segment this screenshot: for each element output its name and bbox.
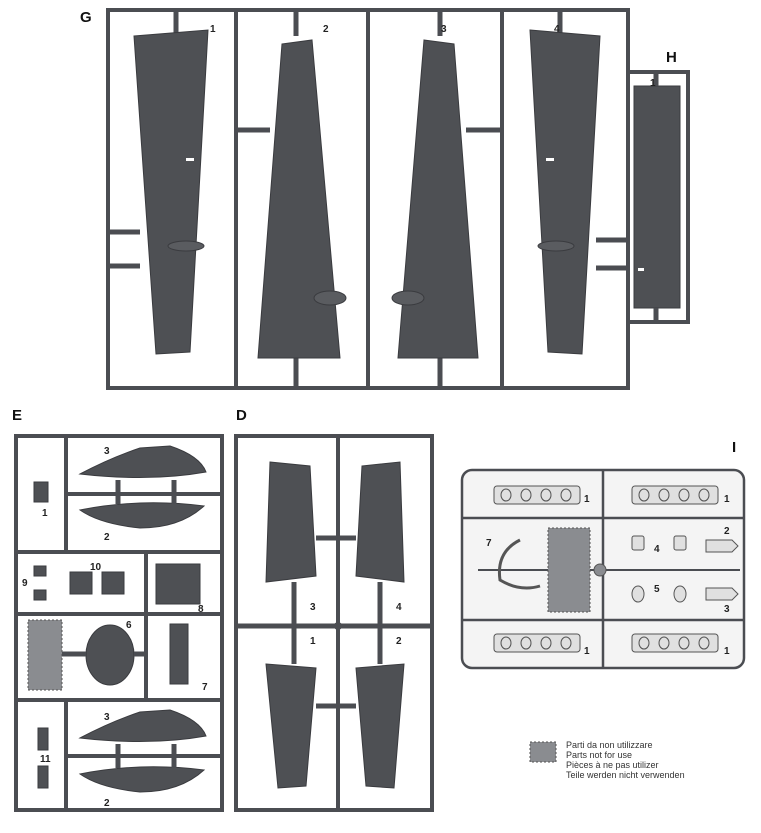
sprue-g-part-1 — [133, 29, 209, 355]
sprue-d-part-4 — [355, 461, 405, 583]
sprue-e: E 1 2 3 6 7 8 9 10 3 2 11 — [12, 407, 224, 812]
sprue-e-part-7 — [169, 623, 189, 685]
sprue-i: I 1 1 7 2 4 5 3 1 1 — [460, 439, 746, 670]
part-number: 1 — [724, 646, 730, 657]
part-number: 5 — [654, 584, 660, 595]
sprue-e-part-1 — [33, 481, 49, 503]
sprue-e-part-6 — [85, 624, 135, 686]
sprue-d: D 3 4 1 2 — [234, 407, 434, 812]
sprue-i-part-2 — [705, 539, 739, 553]
part-number: 1 — [42, 508, 48, 519]
sprue-h: H 1 — [626, 49, 690, 324]
part-number: 1 — [724, 494, 730, 505]
part-number: 1 — [310, 636, 316, 647]
part-number: 2 — [396, 636, 402, 647]
part-number: 1 — [584, 646, 590, 657]
part-number: 1 — [584, 494, 590, 505]
part-number: 7 — [202, 682, 208, 693]
part-number: 3 — [104, 446, 110, 457]
part-number: 2 — [104, 798, 110, 809]
part-number: 4 — [396, 602, 402, 613]
part-number: 2 — [104, 532, 110, 543]
part-number: 3 — [310, 602, 316, 613]
sprue-g: G 1 2 3 4 — [80, 8, 630, 390]
sprue-i-part-3 — [705, 587, 739, 601]
sprue-i-part-4 — [631, 535, 645, 551]
sprue-e-part-2 — [78, 502, 206, 529]
sprue-e-part-3 — [78, 445, 207, 479]
legend-line-fr: Pièces à ne pas utilizer — [566, 760, 659, 770]
sprue-e-part-11 — [37, 727, 49, 751]
sprue-e-part-3b — [78, 709, 207, 743]
part-number: 3 — [104, 712, 110, 723]
sprue-e-frame — [14, 434, 224, 812]
part-number: 3 — [441, 24, 447, 35]
sprue-i-part-not-for-use — [547, 527, 591, 613]
sprue-i-label: I — [732, 439, 736, 456]
sprue-d-label: D — [236, 407, 247, 424]
part-number: 2 — [724, 526, 730, 537]
legend-swatch — [529, 741, 557, 763]
part-number: 4 — [654, 544, 660, 555]
sprue-g-part-3 — [397, 39, 479, 359]
sprue-h-label: H — [666, 49, 677, 66]
sprue-g-label: G — [80, 9, 92, 26]
sprue-d-part-3 — [265, 461, 317, 583]
sprue-d-part-1 — [265, 663, 317, 789]
legend-line-en: Parts not for use — [566, 750, 633, 760]
sprue-e-part-10 — [69, 571, 93, 595]
part-number: 8 — [198, 604, 204, 615]
sprue-g-part-2 — [257, 39, 341, 359]
sprue-d-part-2 — [355, 663, 405, 789]
part-number: 7 — [486, 538, 492, 549]
sprue-e-part-not-for-use — [27, 619, 63, 691]
legend-line-it: Parti da non utilizzare — [566, 740, 653, 750]
sprue-d-frame — [234, 434, 434, 812]
part-number: 1 — [650, 78, 656, 89]
sprue-e-label: E — [12, 407, 22, 424]
sprue-g-part-4 — [529, 29, 601, 355]
legend-text: Parti da non utilizzare Parts not for us… — [566, 740, 685, 780]
part-number: 1 — [210, 24, 216, 35]
part-number: 11 — [40, 754, 51, 765]
part-number: 2 — [323, 24, 329, 35]
sprue-i-part-5 — [631, 585, 645, 603]
part-number: 4 — [554, 24, 560, 35]
sprue-i-part-7 — [497, 538, 541, 590]
legend-line-de: Teile werden nicht verwenden — [566, 770, 685, 780]
part-number: 6 — [126, 620, 132, 631]
part-number: 9 — [22, 578, 28, 589]
sprue-e-part-2b — [78, 766, 206, 793]
part-number: 10 — [90, 562, 102, 573]
sprue-e-part-9 — [33, 565, 47, 577]
sprue-e-part-8 — [155, 563, 201, 605]
sprue-h-part-1 — [633, 85, 681, 309]
part-number: 3 — [724, 604, 730, 615]
